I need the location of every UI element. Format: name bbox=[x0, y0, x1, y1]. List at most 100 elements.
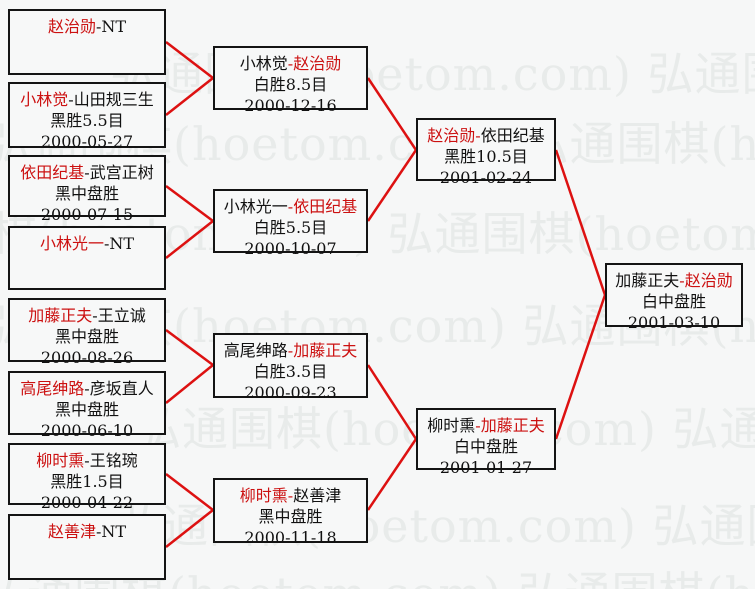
hyphen: - bbox=[84, 451, 90, 470]
hyphen: - bbox=[287, 54, 294, 73]
match-result: 黑中盘胜 bbox=[258, 507, 323, 526]
match-box-round1-8: 赵善津-NT bbox=[8, 514, 166, 580]
player-name: 依田纪基 bbox=[480, 126, 545, 145]
player-name: NT bbox=[109, 234, 135, 253]
match-players: 小林光一-NT bbox=[10, 233, 164, 254]
player-name: 赵善津 bbox=[47, 522, 96, 541]
player-name: 小林觉 bbox=[20, 90, 69, 109]
match-box-round1-3: 依田纪基-武宫正树 黑中盘胜 2000-07-15 bbox=[8, 155, 166, 224]
match-box-round1-2: 小林觉-山田规三生 黑胜5.5目 2000-05-27 bbox=[8, 82, 166, 151]
match-players: 赵治勋-NT bbox=[10, 16, 164, 37]
match-result: 白胜3.5目 bbox=[253, 362, 328, 381]
player-name: 柳时熏 bbox=[427, 416, 476, 435]
watermark-text: 弘通围棋(hoetom.com) 弘通围棋(hoetom.com) 弘通围棋(h… bbox=[0, 558, 755, 589]
match-box-semifinal-2: 柳时熏-加藤正夫 白中盘胜 2001-01-27 bbox=[416, 408, 556, 477]
match-players: 小林觉-山田规三生 bbox=[10, 89, 164, 110]
match-players: 柳时熏-王铭琬 bbox=[10, 450, 164, 471]
match-date: 2000-05-27 bbox=[40, 132, 134, 151]
player-name: 小林光一 bbox=[223, 197, 288, 216]
match-date: 2000-12-16 bbox=[244, 96, 337, 115]
player-name: 赵治勋 bbox=[47, 17, 96, 36]
match-players: 小林光一-依田纪基 bbox=[215, 196, 366, 217]
match-date: 2000-06-10 bbox=[40, 421, 134, 440]
match-result: 白胜8.5目 bbox=[253, 75, 328, 94]
match-result: 黑中盘胜 bbox=[54, 184, 119, 203]
match-players: 加藤正夫-王立诚 bbox=[10, 305, 164, 326]
match-result: 黑胜10.5目 bbox=[444, 147, 528, 166]
match-players: 赵善津-NT bbox=[10, 521, 164, 542]
match-players: 柳时熏-加藤正夫 bbox=[418, 415, 554, 436]
match-date: 2001-03-10 bbox=[627, 313, 721, 332]
player-name: 赵治勋 bbox=[684, 271, 733, 290]
match-box-round1-4: 小林光一-NT bbox=[8, 226, 166, 290]
match-date: 2001-02-24 bbox=[439, 168, 533, 187]
match-result: 黑中盘胜 bbox=[54, 400, 119, 419]
hyphen: - bbox=[95, 17, 102, 36]
player-name: 高尾绅路 bbox=[223, 341, 288, 360]
player-name: 赵善津 bbox=[293, 486, 342, 505]
hyphen: - bbox=[475, 126, 481, 145]
match-date: 2001-01-27 bbox=[439, 458, 533, 477]
match-players: 依田纪基-武宫正树 bbox=[10, 162, 164, 183]
player-name: 依田纪基 bbox=[20, 163, 85, 182]
player-name: 彦坂直人 bbox=[89, 379, 154, 398]
match-box-round1-1: 赵治勋-NT bbox=[8, 9, 166, 75]
hyphen: - bbox=[103, 234, 110, 253]
hyphen: - bbox=[287, 197, 294, 216]
hyphen: - bbox=[92, 306, 98, 325]
player-name: 高尾绅路 bbox=[20, 379, 85, 398]
match-box-round2-4: 柳时熏-赵善津 黑中盘胜 2000-11-18 bbox=[213, 478, 368, 547]
match-players: 柳时熏-赵善津 bbox=[215, 485, 366, 506]
match-box-final: 加藤正夫-赵治勋 白中盘胜 2001-03-10 bbox=[605, 263, 743, 332]
match-players: 高尾绅路-加藤正夫 bbox=[215, 340, 366, 361]
player-name: 加藤正夫 bbox=[28, 306, 93, 325]
match-result: 白中盘胜 bbox=[453, 437, 518, 456]
match-date: 2000-07-15 bbox=[40, 205, 134, 224]
player-name: 依田纪基 bbox=[293, 197, 358, 216]
match-players: 赵治勋-依田纪基 bbox=[418, 125, 554, 146]
player-name: 加藤正夫 bbox=[293, 341, 358, 360]
match-result: 黑中盘胜 bbox=[54, 327, 119, 346]
hyphen: - bbox=[475, 416, 481, 435]
hyphen: - bbox=[679, 271, 685, 290]
player-name: NT bbox=[101, 522, 127, 541]
match-players: 高尾绅路-彦坂直人 bbox=[10, 378, 164, 399]
hyphen: - bbox=[95, 522, 102, 541]
match-box-round2-3: 高尾绅路-加藤正夫 白胜3.5目 2000-09-23 bbox=[213, 333, 368, 402]
hyphen: - bbox=[287, 486, 294, 505]
match-date: 2000-11-18 bbox=[244, 528, 337, 547]
player-name: 王立诚 bbox=[97, 306, 146, 325]
match-result: 黑胜1.5目 bbox=[50, 472, 124, 491]
hyphen: - bbox=[287, 341, 294, 360]
match-result: 白胜5.5目 bbox=[253, 218, 328, 237]
match-players: 加藤正夫-赵治勋 bbox=[607, 270, 741, 291]
match-date: 2000-10-07 bbox=[244, 239, 337, 258]
player-name: 山田规三生 bbox=[73, 90, 154, 109]
match-box-round2-1: 小林觉-赵治勋 白胜8.5目 2000-12-16 bbox=[213, 46, 368, 115]
player-name: 武宫正树 bbox=[89, 163, 154, 182]
match-box-round1-5: 加藤正夫-王立诚 黑中盘胜 2000-08-26 bbox=[8, 298, 166, 367]
player-name: 小林光一 bbox=[39, 234, 104, 253]
player-name: 赵治勋 bbox=[427, 126, 476, 145]
player-name: 加藤正夫 bbox=[615, 271, 680, 290]
match-box-round1-6: 高尾绅路-彦坂直人 黑中盘胜 2000-06-10 bbox=[8, 371, 166, 440]
player-name: 赵治勋 bbox=[293, 54, 342, 73]
match-box-round2-2: 小林光一-依田纪基 白胜5.5目 2000-10-07 bbox=[213, 189, 368, 258]
match-date: 2000-04-22 bbox=[40, 493, 134, 512]
match-box-round1-7: 柳时熏-王铭琬 黑胜1.5目 2000-04-22 bbox=[8, 443, 166, 512]
match-date: 2000-08-26 bbox=[40, 348, 134, 367]
player-name: NT bbox=[101, 17, 127, 36]
player-name: 王铭琬 bbox=[89, 451, 138, 470]
player-name: 加藤正夫 bbox=[480, 416, 545, 435]
hyphen: - bbox=[84, 379, 90, 398]
player-name: 柳时熏 bbox=[36, 451, 85, 470]
match-date: 2000-09-23 bbox=[244, 383, 337, 402]
player-name: 柳时熏 bbox=[239, 486, 288, 505]
match-result: 黑胜5.5目 bbox=[50, 111, 124, 130]
hyphen: - bbox=[84, 163, 90, 182]
hyphen: - bbox=[68, 90, 74, 109]
match-players: 小林觉-赵治勋 bbox=[215, 53, 366, 74]
match-box-semifinal-1: 赵治勋-依田纪基 黑胜10.5目 2001-02-24 bbox=[416, 118, 556, 187]
